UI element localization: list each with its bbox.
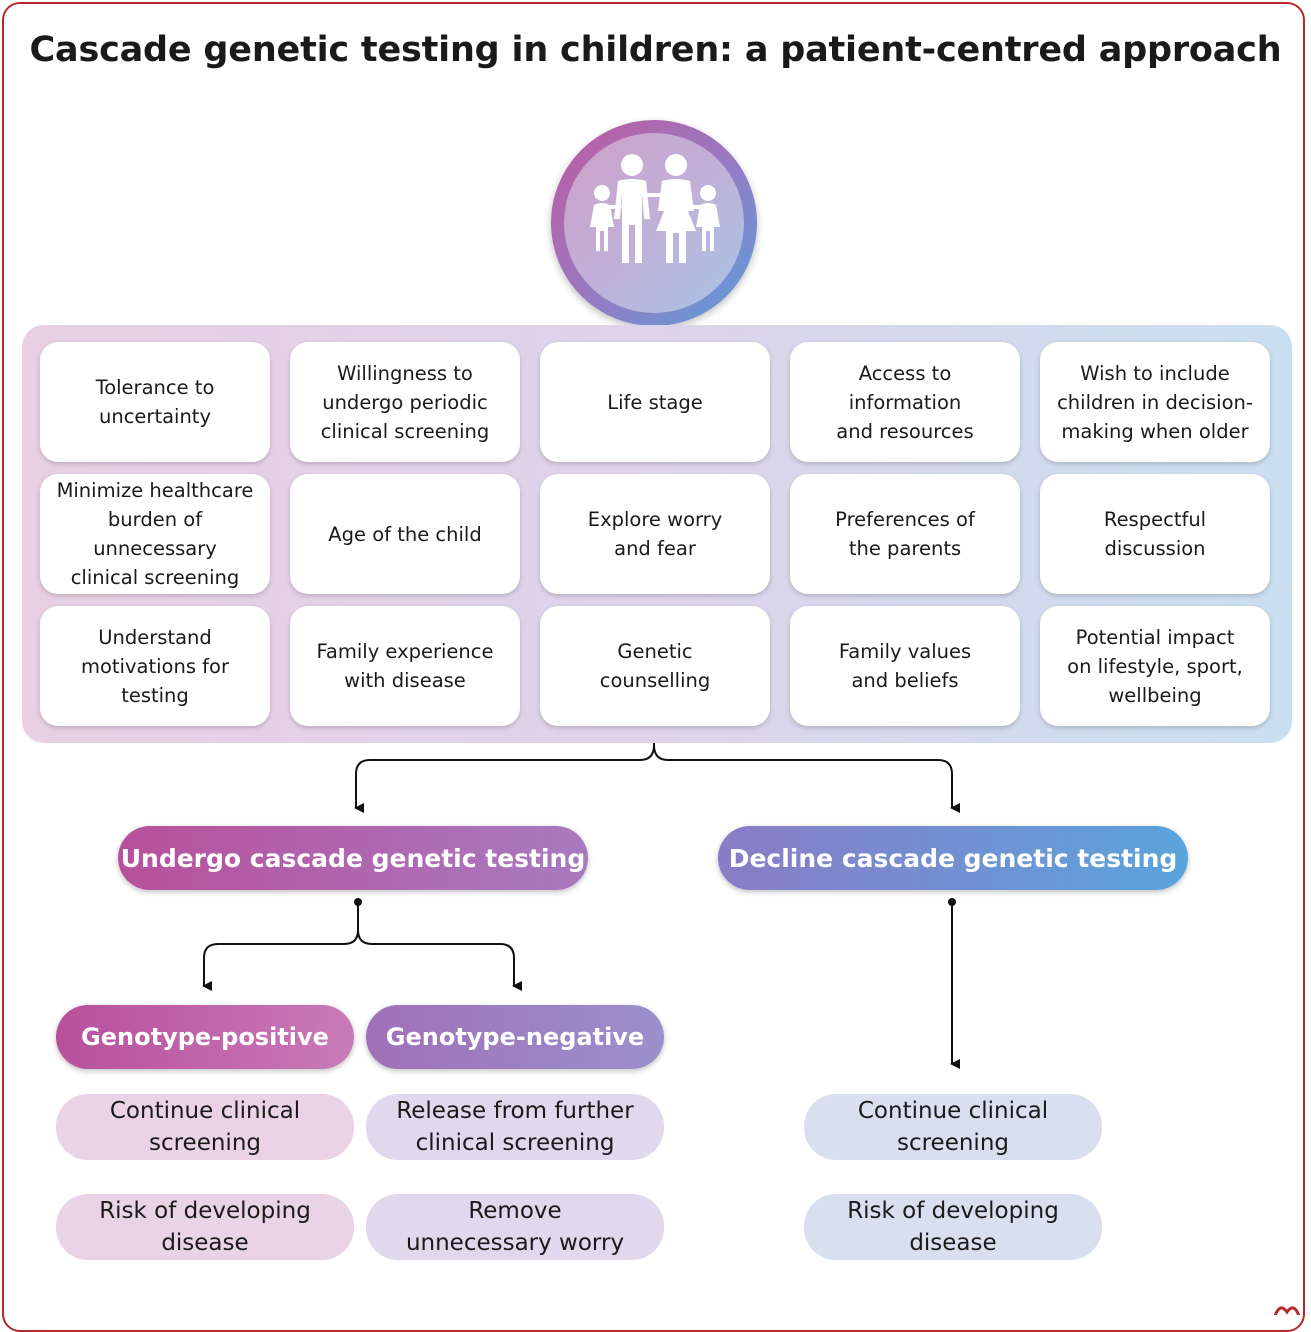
factor-card: Access to information and resources [790, 342, 1020, 462]
factor-card: Understand motivations for testing [40, 606, 270, 726]
outcome-negative-remove-worry: Remove unnecessary worry [366, 1194, 664, 1260]
decline-testing-pill: Decline cascade genetic testing [718, 826, 1188, 890]
factor-card: Potential impact on lifestyle, sport, we… [1040, 606, 1270, 726]
factor-card: Explore worry and fear [540, 474, 770, 594]
outcome-decline-disease-risk: Risk of developing disease [804, 1194, 1102, 1260]
undergo-testing-pill: Undergo cascade genetic testing [118, 826, 588, 890]
outcome-negative-release-screening: Release from further clinical screening [366, 1094, 664, 1160]
outcome-positive-disease-risk: Risk of developing disease [56, 1194, 354, 1260]
connector-dot [948, 898, 956, 906]
family-badge [551, 120, 757, 326]
factor-card: Family values and beliefs [790, 606, 1020, 726]
factor-card: Genetic counselling [540, 606, 770, 726]
family-badge-inner [564, 133, 744, 313]
factor-card: Respectful discussion [1040, 474, 1270, 594]
factor-card: Minimize healthcare burden of unnecessar… [40, 474, 270, 594]
family-icon [590, 154, 720, 263]
genotype-negative-pill: Genotype-negative [366, 1005, 664, 1069]
outcome-positive-continue-screening: Continue clinical screening [56, 1094, 354, 1160]
journal-logo-icon [1272, 1300, 1302, 1315]
factor-card: Wish to include children in decision- ma… [1040, 342, 1270, 462]
factor-card: Life stage [540, 342, 770, 462]
factor-card: Willingness to undergo periodic clinical… [290, 342, 520, 462]
outcome-decline-continue-screening: Continue clinical screening [804, 1094, 1102, 1160]
factor-card: Age of the child [290, 474, 520, 594]
genotype-positive-pill: Genotype-positive [56, 1005, 354, 1069]
factor-card: Preferences of the parents [790, 474, 1020, 594]
factor-card: Tolerance to uncertainty [40, 342, 270, 462]
connector-dot [354, 898, 362, 906]
factor-card: Family experience with disease [290, 606, 520, 726]
figure-title: Cascade genetic testing in children: a p… [29, 30, 1282, 70]
